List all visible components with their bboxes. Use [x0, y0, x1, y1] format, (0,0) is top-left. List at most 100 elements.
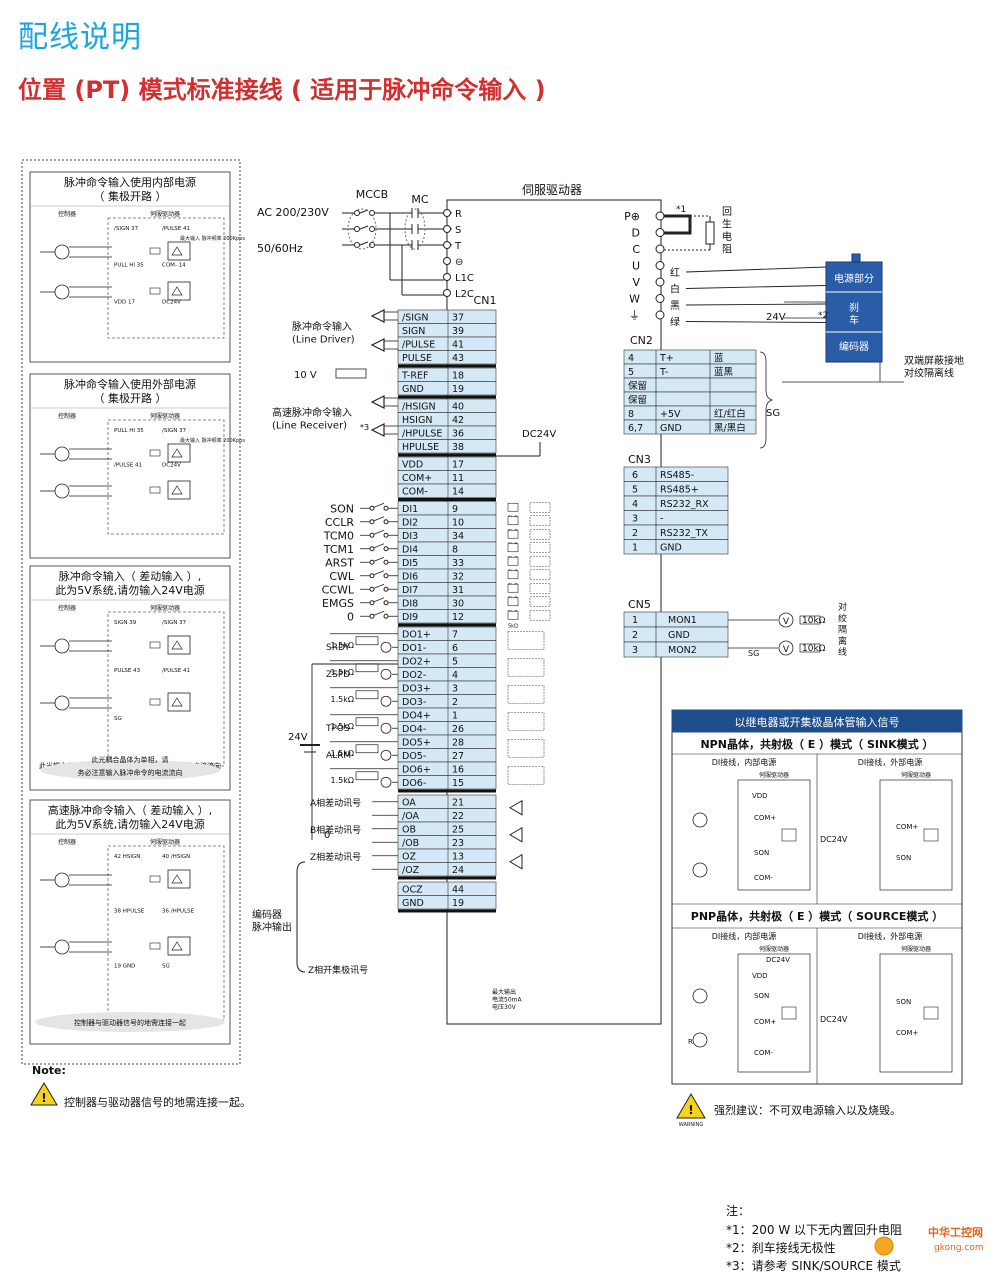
pnp-ext-son: SON: [896, 998, 911, 1006]
cn2-pin: 8: [628, 409, 634, 420]
panel-3-note-line1: 此光耦合晶体为单相，请: [92, 755, 169, 764]
npn-external-label: DI接线，外部电源: [858, 757, 923, 767]
cn2-wire-color: 红/红白: [714, 408, 746, 420]
line-receiver-label: 高速脉冲命令输入(Line Receiver): [272, 406, 352, 432]
power-terminal-4: [443, 273, 451, 281]
cn3-signal: -: [660, 514, 663, 525]
di-resistor-label: 5kΩ: [508, 623, 518, 629]
ref-potentiometer: [335, 368, 367, 379]
cn1-pin-number: 41: [452, 340, 464, 351]
mccb-label: MCCB: [356, 188, 388, 201]
encoder-enc_b-label: B相差动讯号: [310, 824, 361, 836]
brake-24v-label: 24V: [766, 312, 786, 323]
cn1-pin-name: DI6: [402, 572, 418, 583]
cn1-pin-number: 19: [452, 384, 464, 395]
cn1-pin-name: /SIGN: [402, 313, 429, 324]
di-switch-blade: [373, 570, 385, 576]
di-name-3: TCM1: [323, 543, 354, 556]
do-output-box: [507, 658, 545, 677]
cn3-pin: 3: [632, 514, 638, 525]
do-24v-label: 24V: [288, 732, 308, 743]
di-opto-box: [529, 596, 551, 608]
panel-controller-label: 控制器: [58, 838, 76, 846]
note-text: 控制器与驱动器信号的地需连接一起。: [64, 1095, 251, 1109]
line-driver-label: 脉冲命令输入(Line Driver): [292, 320, 355, 346]
cn1-pin-name: OB: [402, 825, 416, 836]
warning-icon: [30, 1082, 58, 1106]
panel-signal-label: 36 /HPULSE: [162, 909, 195, 915]
cn5-pin: 3: [632, 645, 638, 656]
cn1-pin-name: DI7: [402, 585, 418, 596]
di-switch-blade: [373, 543, 385, 549]
panel-signal-label: /SIGN 37: [114, 226, 139, 232]
di-opto-box: [529, 555, 551, 567]
footnote-2: *2：刹车接线无极性: [726, 1240, 836, 1255]
di-optocoupler: [507, 570, 519, 580]
panel-signal-label: SIGN 39: [114, 620, 137, 626]
transistor-icon: [692, 1032, 708, 1048]
cn2-wire-color: 蓝黑: [714, 366, 734, 378]
panel-signal-label: PULL HI 35: [114, 263, 144, 269]
di-name-2: TCM0: [323, 529, 354, 542]
pnp-comp: COM+: [754, 1018, 776, 1026]
di-opto-box: [529, 542, 551, 554]
diode-icon: [171, 246, 183, 256]
cn5-sg-label: SG: [748, 649, 759, 658]
cn2-signal: T-: [659, 367, 668, 378]
pnp-r-label: R: [688, 1038, 693, 1046]
transistor-icon: [692, 862, 708, 878]
regen-resistor-label: 回生电阻: [722, 206, 732, 256]
cn1-pin-name: /HSIGN: [402, 402, 436, 413]
line-driver-icon: [370, 338, 385, 352]
cn1-pin-name: DO1-: [402, 643, 426, 654]
cn2-signal: GND: [660, 423, 682, 434]
mc-label: MC: [411, 193, 428, 206]
io-driver-area: [879, 953, 953, 1073]
panel-signal-label: 40 /HSIGN: [162, 854, 190, 860]
cn2-pin: 6,7: [628, 423, 643, 434]
di-optocoupler: [507, 556, 519, 566]
pnp-internal-label: DI接线，内部电源: [712, 931, 777, 941]
warning-mark: !: [688, 1103, 693, 1117]
di-switch-contact: [369, 546, 375, 552]
cn1-pin-name: DO5+: [402, 738, 431, 749]
npn-ext-son: SON: [896, 854, 911, 862]
cn1-pin-number: 31: [452, 585, 464, 596]
cn1-pin-number: 25: [452, 825, 464, 836]
cn1-pin-number: 13: [452, 852, 464, 863]
panel-signal-label: SG: [162, 963, 170, 969]
do-resistor: [355, 717, 379, 727]
di-switch-contact: [369, 519, 375, 525]
cn3-pin: 4: [632, 499, 638, 510]
jumper-wire: [664, 214, 692, 235]
cn2-shield-label: 双端屏蔽接地对绞隔离线: [904, 354, 964, 380]
regen-terminal-label: U: [632, 260, 640, 273]
warning-icon-label: WARNING: [679, 1122, 704, 1128]
cn1-pin-name: DI4: [402, 545, 418, 556]
panel-signal-label: 42 HSIGN: [114, 854, 140, 860]
footnote-head: 注：: [726, 1203, 750, 1218]
io-optocoupler: [781, 828, 797, 842]
panel-signal-label: /PULSE 41: [162, 668, 190, 674]
cn2-row-1: [623, 363, 757, 379]
cn1-pin-name: DO4-: [402, 724, 426, 735]
panel-signal-label: /PULSE 41: [162, 226, 190, 232]
mc-group: [404, 208, 426, 250]
cn3-signal: GND: [660, 543, 682, 554]
di-switch-contact: [369, 532, 375, 538]
cn1-pin-number: 1: [452, 711, 458, 722]
voltmeter-mark: V: [783, 645, 790, 655]
cn5-pin: 1: [632, 615, 638, 626]
cn1-row-HPULSE: [397, 439, 497, 454]
cn1-pin-name: DO5-: [402, 751, 426, 762]
cn2-sg-label: SG: [766, 408, 780, 419]
di-switch-contact: [383, 546, 389, 552]
panel-driver-label: 伺服驱动器: [150, 838, 180, 846]
power-terminal-label: ⊖: [455, 257, 463, 268]
npn-mode-title: NPN晶体，共射极（ E ）模式（ SINK模式 ）: [700, 737, 933, 751]
do-relay-icon: [380, 776, 392, 788]
pnp-son: SON: [754, 992, 769, 1000]
cn2-pin: 保留: [628, 380, 647, 392]
voltmeter-icon: [778, 612, 794, 628]
di-opto-box: [529, 569, 551, 581]
